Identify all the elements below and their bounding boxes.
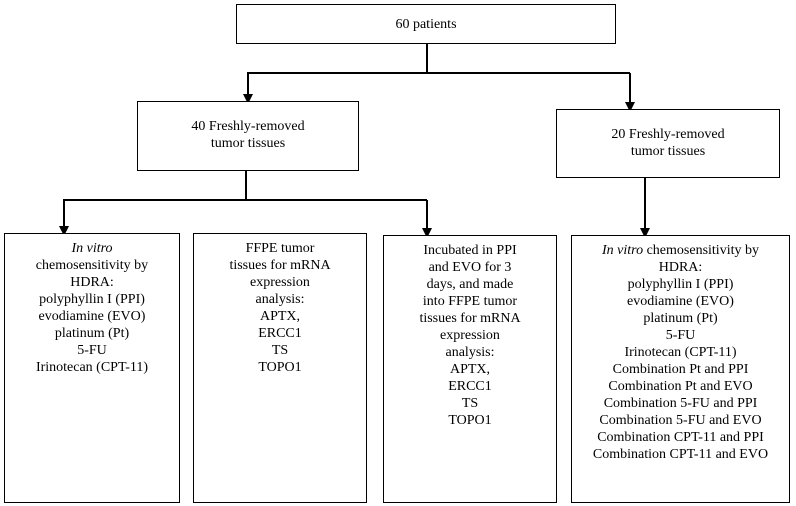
box3-line: analysis:: [445, 345, 495, 360]
box4-line: evodiamine (EVO): [627, 294, 734, 309]
box1-line: Irinotecan (CPT-11): [35, 360, 149, 375]
box1-line: HDRA:: [70, 275, 114, 290]
box4-line: Irinotecan (CPT-11): [624, 345, 737, 360]
box2-line: ERCC1: [258, 326, 302, 341]
box3-line: expression: [440, 328, 500, 343]
box3-line: into FFPE tumor: [422, 294, 518, 309]
box4-line: 5-FU: [665, 328, 696, 343]
chemosensitivity-box-1: In vitro chemosensitivity by HDRA: polyp…: [4, 233, 180, 503]
incubated-box: Incubated in PPI and EVO for 3 days, and…: [383, 235, 557, 503]
box4-line: Combination Pt and PPI: [612, 362, 749, 377]
box4-line: platinum (Pt): [643, 311, 718, 326]
box1-line: chemosensitivity by: [35, 258, 149, 273]
box4-line: Combination CPT-11 and PPI: [597, 430, 764, 445]
box4-first-line-rest: chemosensitivity by: [643, 243, 759, 258]
box2-line: APTX,: [259, 309, 301, 324]
box2-line: expression: [250, 275, 310, 290]
in-vitro-label: In vitro: [71, 241, 113, 256]
box3-line: APTX,: [449, 362, 491, 377]
box1-line: polyphyllin I (PPI): [39, 292, 145, 307]
box4-line: Combination 5-FU and EVO: [599, 413, 762, 428]
box4-line: HDRA:: [658, 260, 703, 275]
box1-line: 5-FU: [77, 343, 107, 358]
group-20-line-1: 20 Freshly-removed: [611, 127, 725, 142]
box2-line: TOPO1: [258, 360, 302, 375]
box2-line: tissues for mRNA: [229, 258, 331, 273]
box3-line: ERCC1: [448, 379, 492, 394]
group-20-line-2: tumor tissues: [630, 144, 706, 159]
box4-first-line: In vitro chemosensitivity by: [572, 242, 789, 259]
patients-box: 60 patients: [236, 4, 616, 44]
chemosensitivity-box-2: In vitro chemosensitivity by HDRA: polyp…: [571, 235, 790, 503]
box4-line: Combination Pt and EVO: [608, 379, 753, 394]
box4-line: Combination 5-FU and PPI: [603, 396, 758, 411]
patients-label: 60 patients: [395, 17, 457, 32]
box3-line: and EVO for 3: [428, 260, 512, 275]
box2-line: analysis:: [255, 292, 305, 307]
box2-line: FFPE tumor: [245, 241, 315, 256]
group-40-line-1: 40 Freshly-removed: [191, 119, 305, 134]
box3-line: TOPO1: [448, 413, 492, 428]
group-40-line-2: tumor tissues: [210, 136, 286, 151]
ffpe-box: FFPE tumor tissues for mRNA expression a…: [193, 233, 367, 503]
group-40-box: 40 Freshly-removed tumor tissues: [137, 101, 359, 171]
in-vitro-label: In vitro: [602, 243, 644, 258]
box1-line: platinum (Pt): [54, 326, 130, 341]
box3-line: Incubated in PPI: [423, 243, 517, 258]
box4-line: Combination CPT-11 and EVO: [592, 447, 769, 462]
box3-line: days, and made: [426, 277, 514, 292]
group-20-box: 20 Freshly-removed tumor tissues: [556, 109, 780, 178]
box3-line: TS: [461, 396, 479, 411]
box1-line: evodiamine (EVO): [38, 309, 146, 324]
box2-line: TS: [271, 343, 289, 358]
box4-line: polyphyllin I (PPI): [627, 277, 734, 292]
box3-line: tissues for mRNA: [419, 311, 521, 326]
